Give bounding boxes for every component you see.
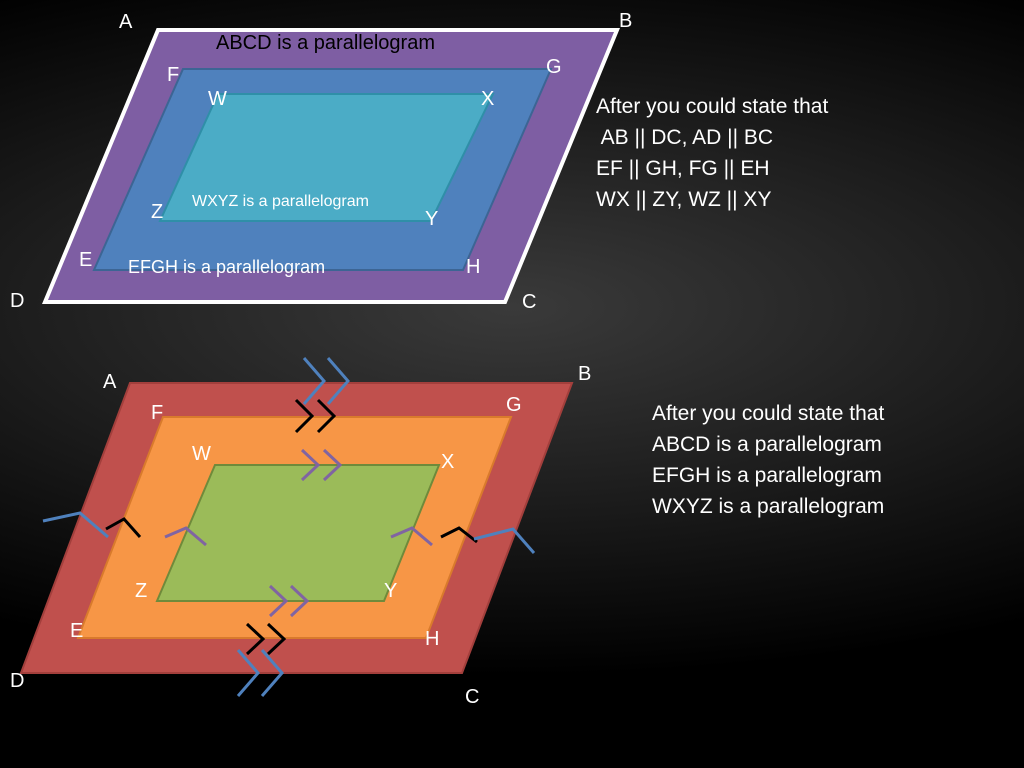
vertex-label-y: Y (425, 208, 438, 230)
double-chevron-mark (245, 622, 266, 656)
parallel-marks (42, 357, 536, 697)
vertex-label-f: F (151, 402, 163, 424)
vertex-label-f: F (167, 64, 179, 86)
vertex-label-y: Y (384, 580, 397, 602)
vertex-label-b: B (578, 363, 591, 385)
vertex-label-w: W (192, 443, 211, 465)
single-chevron-mark (440, 526, 478, 544)
top-note: After you could state that AB || DC, AD … (596, 91, 828, 215)
vertex-label-x: X (481, 88, 494, 110)
vertex-label-c: C (465, 686, 479, 708)
double-chevron-mark (289, 584, 310, 618)
note-line: After you could state that (596, 95, 829, 118)
note-line: ABCD is a parallelogram (652, 433, 882, 456)
double-chevron-mark (294, 398, 315, 434)
note-line: EF || GH, FG || EH (596, 157, 770, 180)
bottom-note: After you could state that ABCD is a par… (652, 398, 884, 522)
vertex-label-c: C (522, 291, 536, 313)
single-chevron-mark (164, 526, 207, 547)
single-chevron-mark (390, 526, 433, 547)
caption-wxyz: WXYZ is a parallelogram (192, 193, 369, 210)
single-chevron-mark (473, 527, 536, 554)
note-line: EFGH is a parallelogram (652, 464, 882, 487)
bottom-diagram: A B C D E F G H W X Y Z (10, 357, 591, 708)
vertex-label-z: Z (135, 580, 147, 602)
caption-efgh: EFGH is a parallelogram (128, 257, 325, 277)
vertex-label-h: H (466, 256, 480, 278)
single-chevron-mark (105, 517, 142, 538)
vertex-label-g: G (506, 394, 522, 416)
note-line: WXYZ is a parallelogram (652, 495, 885, 518)
double-chevron-mark (302, 357, 326, 405)
vertex-label-a: A (103, 371, 117, 393)
double-chevron-mark (316, 398, 337, 434)
vertex-label-g: G (546, 56, 562, 78)
double-chevron-mark (322, 448, 343, 482)
double-chevron-mark (236, 649, 260, 697)
double-chevron-mark (326, 357, 350, 405)
vertex-label-e: E (70, 620, 83, 642)
vertex-label-w: W (208, 88, 227, 110)
single-chevron-mark (42, 511, 109, 539)
note-line: AB || DC, AD || BC (596, 126, 774, 149)
note-line: WX || ZY, WZ || XY (596, 188, 772, 211)
vertex-label-d: D (10, 290, 24, 312)
double-chevron-mark (268, 584, 289, 618)
vertex-label-e: E (79, 249, 92, 271)
vertex-label-h: H (425, 628, 439, 650)
double-chevron-mark (260, 649, 284, 697)
double-chevron-mark (266, 622, 287, 656)
double-chevron-mark (300, 448, 321, 482)
parallelogram-wxyz (158, 93, 495, 222)
vertex-label-d: D (10, 670, 24, 692)
vertex-label-a: A (119, 11, 133, 33)
parallelogram-wxyz (155, 464, 441, 602)
vertex-label-x: X (441, 451, 454, 473)
caption-abcd: ABCD is a parallelogram (216, 32, 435, 54)
vertex-label-b: B (619, 10, 632, 32)
note-line: After you could state that (652, 402, 885, 425)
vertex-label-z: Z (151, 201, 163, 223)
top-diagram: A B C D E F G H W X Y Z ABCD is a parall… (10, 10, 632, 313)
